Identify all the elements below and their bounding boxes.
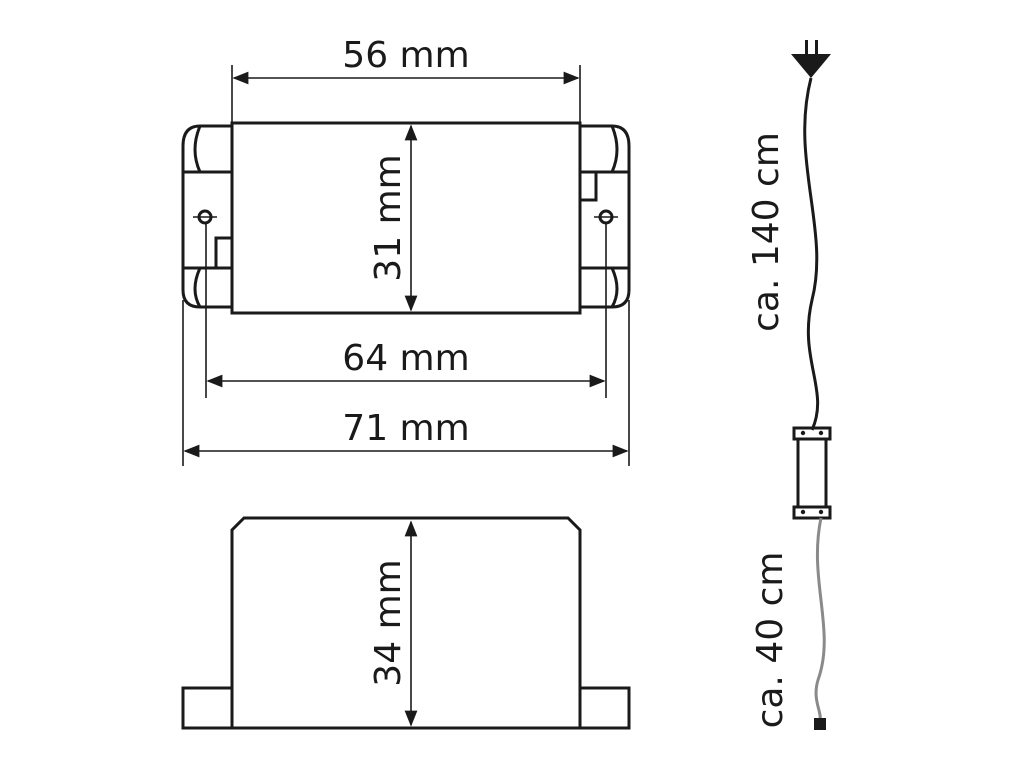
cable-tab-left xyxy=(214,236,234,270)
cable-tab-right xyxy=(578,170,598,202)
top-body xyxy=(230,121,582,315)
mains-cable xyxy=(803,77,820,431)
cable-assembly: ca. 140 cm ca. 40 cm xyxy=(746,40,832,730)
dim-label-width-total: 71 mm xyxy=(342,408,469,449)
mains-length-label: ca. 140 cm xyxy=(746,132,787,332)
dim-label-height-top: 31 mm xyxy=(368,154,409,281)
ear-curve xyxy=(193,125,202,173)
connector-end-icon xyxy=(814,718,826,730)
output-length-label: ca. 40 cm xyxy=(750,552,791,729)
screw-hole-left xyxy=(193,209,217,225)
ear-curve xyxy=(610,125,619,173)
side-foot-right xyxy=(578,686,631,730)
left-mounting-ear xyxy=(181,124,232,309)
top-view: 56 mm 31 mm 64 mm 71 mm xyxy=(181,35,631,466)
screw-hole-right xyxy=(594,209,618,225)
dim-label-width-inner: 56 mm xyxy=(342,35,469,76)
right-mounting-ear xyxy=(580,124,631,309)
output-cable xyxy=(814,517,826,721)
side-foot-left xyxy=(181,686,234,730)
plug-icon xyxy=(791,40,831,78)
dim-label-height-side: 34 mm xyxy=(368,559,409,686)
ear-curve xyxy=(193,267,202,308)
dim-label-mount-spacing: 64 mm xyxy=(342,338,469,379)
mini-transformer xyxy=(792,426,832,520)
side-view: 34 mm xyxy=(181,516,631,730)
ear-curve xyxy=(610,267,619,308)
